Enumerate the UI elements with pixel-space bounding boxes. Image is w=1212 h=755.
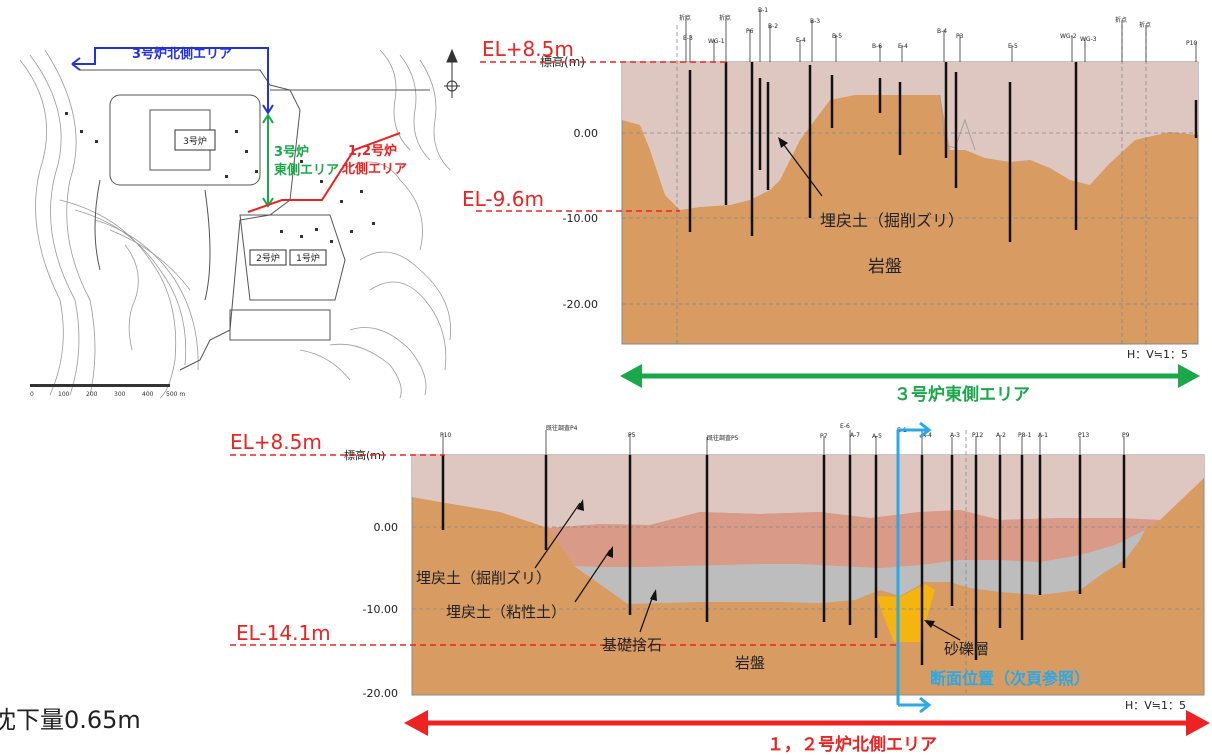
svg-text:E-4: E-4 <box>898 43 908 50</box>
svg-text:P10: P10 <box>1186 40 1197 47</box>
top-fill-label: 埋戻土（掘削ズリ） <box>820 211 964 230</box>
svg-text:既往調査P5: 既往調査P5 <box>707 434 739 442</box>
bottom-el-top: EL+8.5m <box>230 430 322 454</box>
top-ytick-1: -10.00 <box>563 212 598 225</box>
svg-text:既往調査P4: 既往調査P4 <box>546 424 578 432</box>
svg-text:E-5: E-5 <box>1008 43 1018 50</box>
svg-text:B-4: B-4 <box>937 28 947 35</box>
svg-text:P3: P3 <box>956 33 964 40</box>
bottom-excavated-label: 埋戻土（掘削ズリ） <box>416 569 551 587</box>
svg-text:WG-3: WG-3 <box>1080 36 1097 43</box>
bottom-section: 標高(m) 0.00 -10.00 -20.00 <box>230 421 1210 755</box>
top-ytick-2: -20.00 <box>563 298 598 311</box>
unit3-north-route <box>72 47 269 112</box>
svg-text:0: 0 <box>30 391 34 398</box>
bottom-borehole-labels: P10 既往調査P4 P5 既往調査P5 P7 E-6 A-7 A-5 E-1 … <box>440 423 1130 442</box>
bottom-clay-label: 埋戻土（粘性土） <box>446 603 566 621</box>
svg-text:B-2: B-2 <box>768 23 778 30</box>
svg-text:折点: 折点 <box>1115 16 1127 24</box>
svg-text:A-3: A-3 <box>950 432 960 439</box>
svg-text:P9: P9 <box>1122 432 1130 439</box>
top-scale: H：V≒1：5 <box>1127 348 1188 361</box>
north-arrow-icon <box>444 48 460 98</box>
bottom-area-arrow <box>404 710 1210 736</box>
svg-text:折点: 折点 <box>719 14 731 22</box>
top-section: 標高(m) 0.00 -10.00 -20.00 <box>444 7 1200 405</box>
bottom-ytick-2: -20.00 <box>363 687 398 700</box>
svg-text:400: 400 <box>142 391 154 398</box>
top-area-caption: ３号炉東側エリア <box>894 384 1030 405</box>
top-fill-soil-layer <box>622 62 1198 210</box>
svg-text:A-4: A-4 <box>922 432 932 439</box>
svg-text:200: 200 <box>86 391 98 398</box>
bottom-fill-soil-layer <box>412 455 1204 528</box>
unit3-north-label: 3号炉北側エリア <box>132 46 232 62</box>
top-borehole-labels: 折点 E-3 WG-1 折点 P6 B-1 B-2 E-4 B-3 B-5 B-… <box>679 7 1197 50</box>
svg-text:500 m: 500 m <box>166 391 185 398</box>
svg-text:B-5: B-5 <box>832 33 842 40</box>
svg-text:WG-2: WG-2 <box>1060 33 1077 40</box>
unit3-east-label-2: 東側エリア <box>274 162 339 178</box>
top-boreholes <box>688 62 1198 242</box>
svg-text:E-3: E-3 <box>683 35 693 42</box>
svg-text:A-7: A-7 <box>850 432 860 439</box>
svg-text:P12: P12 <box>972 432 983 439</box>
reactor-1-label: 1号炉 <box>296 252 320 264</box>
settlement-text: 沈下量0.65m <box>0 706 141 734</box>
svg-text:B-1: B-1 <box>758 7 768 14</box>
svg-text:P6: P6 <box>746 28 754 35</box>
svg-text:WG-1: WG-1 <box>708 38 725 45</box>
svg-text:A-5: A-5 <box>872 433 882 440</box>
unit12-north-label-1: 1,2号炉 <box>348 143 397 159</box>
svg-text:E-6: E-6 <box>840 423 850 430</box>
bottom-clay-layer <box>574 530 1145 604</box>
bottom-ytick-0: 0.00 <box>374 521 399 534</box>
unit3-east-label-1: 3号炉 <box>274 144 309 160</box>
reactor-2-label: 2号炉 <box>256 252 280 264</box>
svg-text:A-2: A-2 <box>996 432 1006 439</box>
svg-text:P7: P7 <box>820 433 828 440</box>
bottom-gravel-layer <box>876 584 935 642</box>
top-el-top: EL+8.5m <box>482 37 574 61</box>
bottom-boreholes <box>441 455 1126 665</box>
svg-text:300: 300 <box>114 391 126 398</box>
reactor-3-label: 3号炉 <box>183 135 207 147</box>
svg-text:B-6: B-6 <box>872 43 882 50</box>
bottom-ytick-1: -10.00 <box>363 603 398 616</box>
svg-text:E-4: E-4 <box>796 37 806 44</box>
bottom-area-caption: １，２号炉北側エリア <box>767 734 937 755</box>
svg-text:A-1: A-1 <box>1038 432 1048 439</box>
bottom-scale: H：V≒1：5 <box>1125 699 1186 712</box>
bottom-excavated-layer <box>412 497 1160 568</box>
bottom-rock-label: 岩盤 <box>735 654 765 672</box>
bottom-base-label: 基礎捨石 <box>602 636 662 654</box>
section-position-marker <box>896 421 932 714</box>
unit12-north-label-2: 北側エリア <box>342 161 407 177</box>
svg-text:B-3: B-3 <box>810 18 820 25</box>
bottom-gravel-label: 砂礫層 <box>944 640 989 658</box>
svg-text:折点: 折点 <box>1139 21 1151 29</box>
svg-text:100: 100 <box>58 391 70 398</box>
svg-text:P13: P13 <box>1078 432 1089 439</box>
section-position-label: 断面位置（次頁参照） <box>930 669 1090 688</box>
top-el-bottom: EL-9.6m <box>462 187 544 211</box>
svg-text:P8-1: P8-1 <box>1018 432 1032 439</box>
map-scale-bar: 0 100 200 300 400 500 m <box>30 384 185 398</box>
unit12-north-route <box>247 132 401 213</box>
bottom-el-bottom: EL-14.1m <box>236 621 331 645</box>
top-rock-label: 岩盤 <box>868 257 902 277</box>
site-map: 3号炉 2号炉 1号炉 3号炉北側エリア 3号炉 東側エリア 1,2号炉 北側エ… <box>14 40 464 399</box>
top-area-arrow <box>620 364 1200 388</box>
top-ytick-0: 0.00 <box>574 127 599 140</box>
svg-text:折点: 折点 <box>679 14 691 22</box>
svg-text:P5: P5 <box>628 432 636 439</box>
svg-text:P10: P10 <box>440 432 451 439</box>
